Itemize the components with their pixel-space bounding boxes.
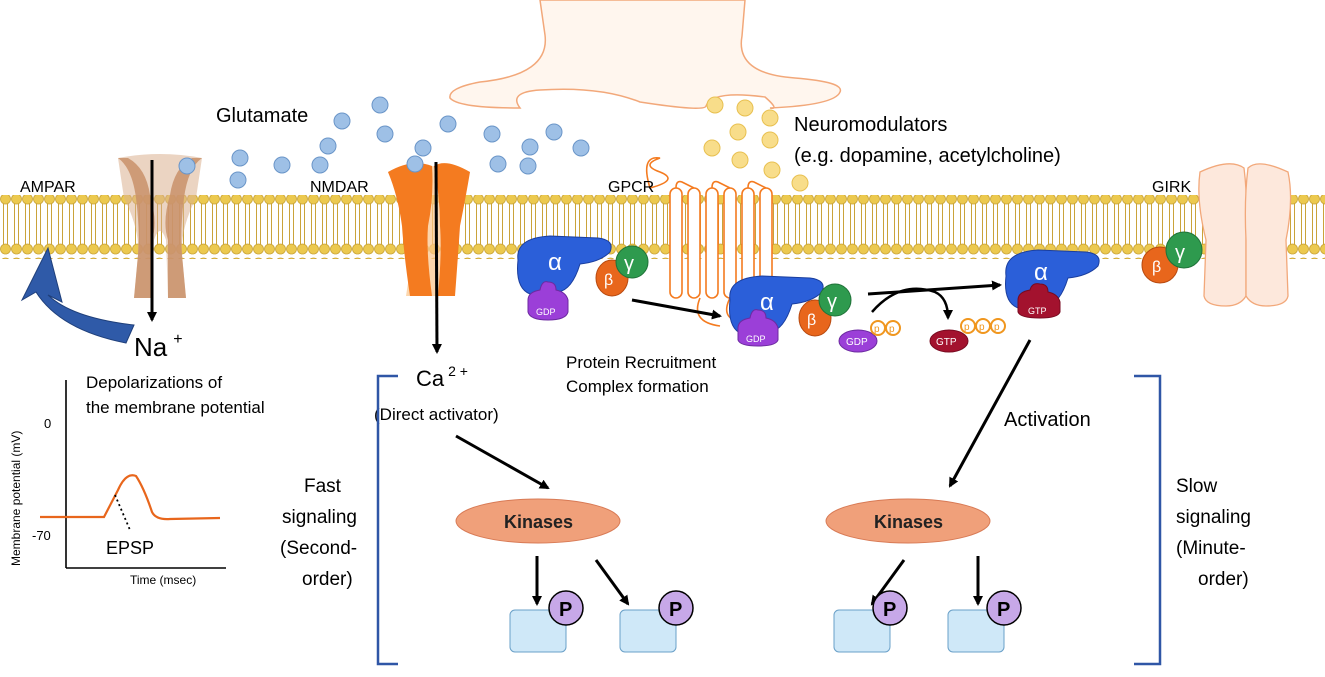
svg-text:p: p [994,322,1000,333]
gpcr-receptor [645,157,773,327]
recruitment-label: Protein Recruitment [566,353,717,372]
direct-activator-label: (Direct activator) [374,405,499,424]
substrate-left-2: P [619,590,694,653]
substrate-right-1: P [833,590,908,653]
svg-text:α: α [548,249,562,276]
slow-signaling-label-4: order) [1198,569,1249,590]
ca-arrow [431,161,442,354]
slow-signaling-label-1: Slow [1176,476,1217,497]
g-beta-gamma-dimer: β γ [1141,231,1203,284]
svg-text:γ: γ [1175,242,1185,264]
depolarization-label-2: the membrane potential [86,398,265,417]
epsp-annotation: EPSP [106,538,154,558]
cell-membrane [0,195,1325,259]
kinase-left-arrow-2 [594,559,630,606]
recruitment-arrow [631,298,722,320]
exchange-arc-arrow [871,287,953,320]
svg-text:γ: γ [827,291,837,313]
svg-text:GDP: GDP [746,334,766,344]
girk-channel [1198,163,1292,307]
kinases-right [825,498,991,544]
presynaptic-terminal [449,0,842,110]
neuromodulators-label: Neuromodulators [794,114,947,136]
slow-signaling-label-3: (Minute- [1176,538,1246,559]
svg-text:β: β [1152,259,1161,276]
activation-label: Activation [1004,409,1091,431]
epsp-tick-minus70: -70 [32,528,51,543]
substrate-right-2: P [947,590,1022,653]
svg-text:P: P [997,599,1010,621]
svg-text:GTP: GTP [1028,306,1047,316]
girk-label: GIRK [1152,179,1191,196]
gtp-free: GTP p p p [929,318,1006,353]
neuromodulators-examples: (e.g. dopamine, acetylcholine) [794,145,1061,167]
svg-text:α: α [760,289,774,316]
epsp-x-axis-label: Time (msec) [130,573,196,587]
fast-signaling-label-1: Fast [304,476,342,497]
fast-bracket [376,374,398,666]
neuromodulator-molecules [703,96,809,192]
epsp-plot: Membrane potential (mV) Time (msec) 0 -7… [9,380,226,587]
svg-text:GTP: GTP [936,337,957,348]
svg-text:β: β [807,312,816,329]
svg-text:p: p [889,324,895,335]
svg-text:GDP: GDP [536,307,556,317]
glutamate-label: Glutamate [216,105,308,127]
kinases-right-label: Kinases [874,512,943,532]
slow-signaling-label-2: signaling [1176,507,1251,528]
kinases-left [455,498,621,544]
svg-text:P: P [669,599,682,621]
g-protein-recruited: α β γ GDP [729,275,852,347]
complex-label: Complex formation [566,377,709,396]
epsp-trace [40,474,221,521]
svg-text:p: p [964,322,970,333]
gtp-to-kinase-arrow [948,339,1032,488]
na-ion-label: Na+ [134,331,183,362]
g-protein-inactive: α β γ GDP [517,235,649,321]
svg-text:p: p [874,324,880,335]
epsp-tick-0: 0 [44,416,51,431]
fast-signaling-label-2: signaling [282,507,357,528]
nmdar-label: NMDAR [310,179,369,196]
g-alpha-gtp: α GTP [1005,249,1100,319]
substrate-left-1: P [509,590,584,653]
ca-to-kinase-arrow [455,434,550,490]
svg-text:α: α [1034,259,1048,286]
svg-text:p: p [979,322,985,333]
svg-text:P: P [559,599,572,621]
gpcr-label: GPCR [608,179,654,196]
svg-text:β: β [604,272,613,289]
kinases-left-label: Kinases [504,512,573,532]
fast-signaling-label-4: order) [302,569,353,590]
activation-horizontal-arrow [867,280,1002,296]
epsp-y-axis-label: Membrane potential (mV) [9,431,23,566]
ampar-channel [118,154,202,298]
glutamate-molecules [178,96,590,189]
svg-text:P: P [883,599,896,621]
depolarization-curved-arrow [20,246,135,344]
svg-text:γ: γ [624,253,634,275]
ampar-label: AMPAR [20,179,76,196]
gdp-free: GDP p p [838,320,901,353]
depolarization-label-1: Depolarizations of [86,373,222,392]
fast-signaling-label-3: (Second- [280,538,357,559]
svg-text:GDP: GDP [846,337,868,348]
nmdar-channel [388,163,470,296]
slow-bracket [1134,374,1162,666]
